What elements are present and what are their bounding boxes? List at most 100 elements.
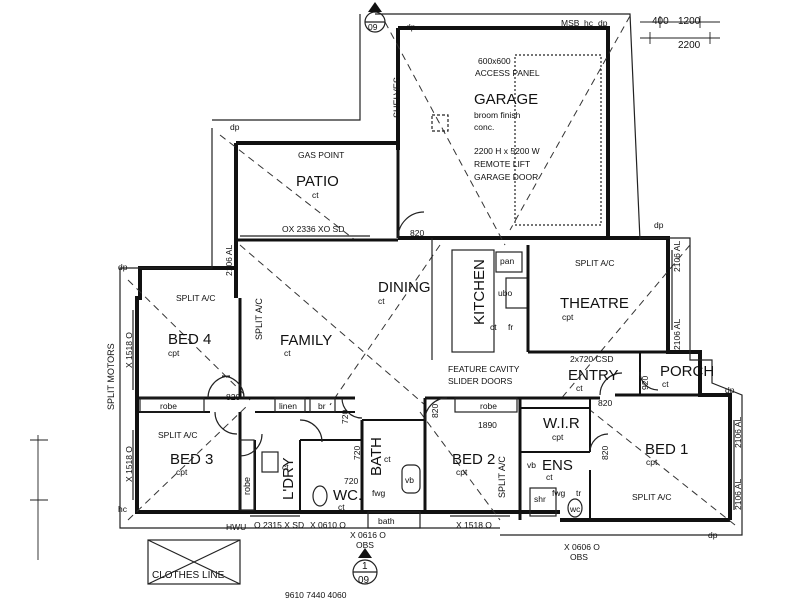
split-motors-label: SPLIT MOTORS <box>106 343 116 410</box>
bed1-ac: SPLIT A/C <box>632 492 672 502</box>
win-0616-bath: X 0616 O <box>350 530 386 540</box>
garage-door-line1: REMOTE LIFT <box>474 159 530 169</box>
bed2-robe: robe <box>480 401 497 411</box>
bath-vb: vb <box>405 475 414 485</box>
interior-walls <box>132 54 735 529</box>
bed2-ac: SPLIT A/C <box>497 456 507 498</box>
wir-floor: cpt <box>552 432 564 442</box>
bed2-name: BED 2 <box>452 451 495 468</box>
dp-garage-right: dp <box>598 18 608 28</box>
kitchen-pan: pan <box>500 256 514 266</box>
msb-label: MSB <box>561 18 580 28</box>
bed3-floor: cpt <box>176 467 188 477</box>
kitchen-ubo: ubo <box>498 288 512 298</box>
win-1518-bed3: X 1518 O <box>124 446 134 482</box>
bath-name: BATH <box>368 437 385 476</box>
shelves-label: SHELVES <box>392 77 402 118</box>
bed4-ac: SPLIT A/C <box>176 293 216 303</box>
ldry-floor: ct <box>282 462 289 472</box>
win-0606-ens: X 0606 O <box>564 542 600 552</box>
bed3-name: BED 3 <box>170 451 213 468</box>
dp-porch: dp <box>725 385 735 395</box>
dining-name: DINING <box>378 279 431 296</box>
roof-outline <box>119 13 743 536</box>
feature-cavity: FEATURE CAVITY <box>448 364 520 374</box>
win-1518-bed2: X 1518 O <box>456 520 492 530</box>
dim-820-bed1: 820 <box>598 398 612 408</box>
bath-tub: bath <box>378 516 395 526</box>
dp-bed4: dp <box>118 262 128 272</box>
linen-label: linen <box>279 401 297 411</box>
bed1-name: BED 1 <box>645 441 688 458</box>
clothes-line-label: CLOTHES LINE <box>152 570 225 581</box>
ldry-name: L'DRY <box>280 457 297 500</box>
slider-size: 2x720 CSD <box>570 354 613 364</box>
ens-vb: vb <box>527 460 536 470</box>
dim-820-patio: 820 <box>410 228 424 238</box>
dim-820-bed4: 820 <box>226 392 240 402</box>
dining-floor: ct <box>378 296 385 306</box>
dim-2200: 2200 <box>678 40 701 51</box>
family-ac: SPLIT A/C <box>254 298 264 340</box>
clothes-line-area <box>147 539 241 585</box>
garage-finish-2: conc. <box>474 122 494 132</box>
family-name: FAMILY <box>280 332 332 349</box>
porch-floor: ct <box>662 379 669 389</box>
hc-garage: hc <box>584 18 594 28</box>
dim-720-hall: 720 <box>340 410 350 424</box>
door-swings <box>207 211 659 457</box>
ens-wc: wc <box>569 504 581 514</box>
dp-garage: dp <box>406 22 416 32</box>
bed2-floor: cpt <box>456 467 468 477</box>
kitchen-floor: ct <box>490 322 497 332</box>
family-floor: ct <box>284 348 291 358</box>
bottom-partial-dims: 9610 7440 4060 <box>285 590 347 600</box>
section-marker-bottom <box>352 548 378 585</box>
win-2106-entry: 2106 AL <box>672 319 682 350</box>
dim-400: 400 <box>652 16 669 27</box>
hwu-label: HWU <box>226 522 246 532</box>
entry-name: ENTRY <box>568 367 619 384</box>
section-ref-top: 09 <box>368 22 378 32</box>
patio-door: OX 2336 XO SD <box>282 224 344 234</box>
dim-1890: 1890 <box>478 420 497 430</box>
bath-fwg: fwg <box>372 488 386 498</box>
bed3-ac: SPLIT A/C <box>158 430 198 440</box>
wc-floor: ct <box>338 502 345 512</box>
dim-1200: 1200 <box>678 16 701 27</box>
patio-name: PATIO <box>296 173 339 190</box>
obs-bath: OBS <box>356 540 374 550</box>
bed3-robe: robe <box>160 401 177 411</box>
garage-access-size: 600x600 <box>478 56 511 66</box>
dp-patio: dp <box>230 122 240 132</box>
kitchen-fr: fr <box>508 322 513 332</box>
theatre-ac: SPLIT A/C <box>575 258 615 268</box>
hc-bed3: hc <box>118 504 128 514</box>
dim-920-entry: 920 <box>640 376 650 390</box>
bed1-floor: cpt <box>646 457 658 467</box>
entry-floor: ct <box>576 383 583 393</box>
win-2315-sd: O 2315 X SD <box>254 520 304 530</box>
theatre-name: THEATRE <box>560 295 629 312</box>
bed4-floor: cpt <box>168 348 180 358</box>
win-0610: X 0610 O <box>310 520 346 530</box>
dim-720-wc: 720 <box>344 476 358 486</box>
section-ref-bottom: 09 <box>358 575 370 586</box>
dim-820-bed2: 820 <box>430 404 440 418</box>
garage-access-panel: ACCESS PANEL <box>475 68 540 78</box>
win-2106-bed1-b: 2106 AL <box>733 479 743 510</box>
br-label: br <box>318 401 326 411</box>
bed4-name: BED 4 <box>168 331 211 348</box>
garage-door-line2: GARAGE DOOR <box>474 172 538 182</box>
win-2106-family: 2106 AL <box>224 245 234 276</box>
section-marker-top <box>364 2 386 33</box>
ens-name: ENS <box>542 457 573 474</box>
ens-floor: ct <box>546 472 553 482</box>
garage-door-size: 2200 H x 5200 W <box>474 146 540 156</box>
section-no-bottom: 1 <box>362 561 368 572</box>
ens-tr: tr <box>576 488 581 498</box>
porch-name: PORCH <box>660 363 714 380</box>
wir-name: W.I.R <box>543 415 580 432</box>
theatre-floor: cpt <box>562 312 574 322</box>
